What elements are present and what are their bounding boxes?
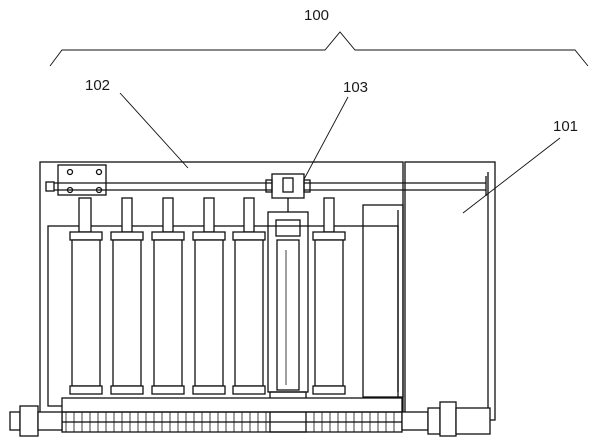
drive-rack bbox=[61, 397, 403, 413]
label-101: 101 bbox=[553, 118, 578, 135]
roller-6-cap-bottom bbox=[312, 385, 346, 395]
motor-flange bbox=[439, 401, 457, 437]
rack-teeth bbox=[65, 412, 395, 432]
roller-1-cap-bottom bbox=[69, 385, 103, 395]
holder-4 bbox=[203, 197, 215, 233]
roller-5-cap-bottom bbox=[232, 385, 266, 395]
leader-101 bbox=[462, 137, 561, 214]
bracket-bolt-1 bbox=[66, 168, 74, 176]
holder-1 bbox=[78, 197, 92, 233]
rod-end-cap bbox=[45, 181, 55, 192]
roller-2-cap-bottom bbox=[110, 385, 144, 395]
holder-6 bbox=[323, 197, 335, 233]
carriage-slide bbox=[276, 239, 300, 391]
roller-2-cap-top bbox=[110, 231, 144, 241]
roller-3-cap-bottom bbox=[151, 385, 185, 395]
leader-103 bbox=[301, 96, 349, 184]
roller-4-cap-top bbox=[192, 231, 226, 241]
bracket-bolt-2 bbox=[95, 168, 103, 176]
left-bearing bbox=[19, 405, 39, 437]
roller-5 bbox=[234, 239, 264, 387]
side-unit bbox=[404, 161, 496, 421]
carriage-column bbox=[267, 211, 309, 393]
roller-4 bbox=[194, 239, 224, 387]
roller-3-cap-top bbox=[151, 231, 185, 241]
holder-5 bbox=[243, 197, 255, 233]
roller-5-cap-top bbox=[232, 231, 266, 241]
leader-102 bbox=[119, 92, 189, 169]
motor-coupling bbox=[427, 407, 441, 435]
right-shaft bbox=[401, 411, 429, 431]
motor-body bbox=[455, 407, 491, 435]
carriage-left-collar bbox=[265, 179, 273, 193]
holder-2 bbox=[121, 197, 133, 233]
left-shaft bbox=[37, 411, 63, 431]
label-100: 100 bbox=[304, 7, 329, 24]
roller-1-cap-top bbox=[69, 231, 103, 241]
label-102: 102 bbox=[85, 77, 110, 94]
roller-1 bbox=[71, 239, 101, 387]
right-stack-block bbox=[362, 204, 404, 398]
roller-holders bbox=[78, 197, 335, 233]
holder-3 bbox=[162, 197, 174, 233]
roller-2 bbox=[112, 239, 142, 387]
label-103: 103 bbox=[343, 79, 368, 96]
left-coupling-outer bbox=[9, 411, 21, 431]
rollers bbox=[69, 231, 346, 395]
roller-4-cap-bottom bbox=[192, 385, 226, 395]
carriage-head bbox=[275, 219, 301, 237]
carriage-clamp bbox=[282, 177, 294, 193]
roller-6-cap-top bbox=[312, 231, 346, 241]
roller-3 bbox=[153, 239, 183, 387]
roller-6 bbox=[314, 239, 344, 387]
carriage-right-collar bbox=[303, 179, 311, 193]
assembly-brace bbox=[49, 31, 589, 67]
